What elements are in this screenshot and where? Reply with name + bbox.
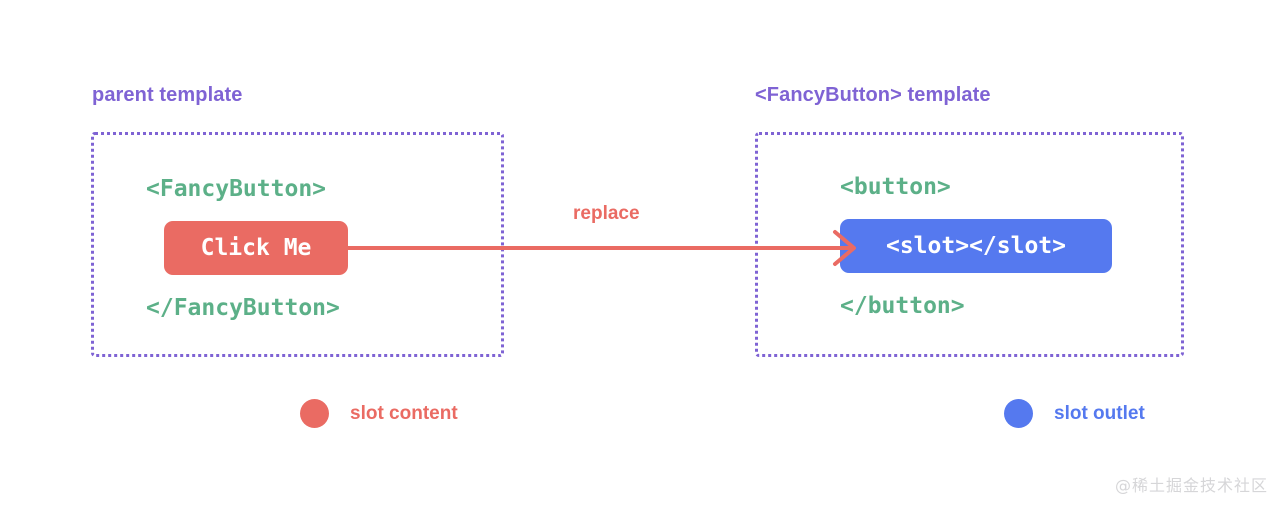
replace-label: replace — [573, 203, 640, 224]
legend-label-slot-content: slot content — [350, 402, 458, 424]
code-open-fancybutton-tag: <FancyButton> — [146, 176, 327, 202]
blue-circle-marker-icon — [1004, 399, 1033, 428]
watermark: @稀土掘金技术社区 — [1114, 476, 1268, 495]
code-close-fancybutton-tag: </FancyButton> — [146, 295, 340, 321]
replace-arrow-icon — [348, 230, 856, 266]
code-close-button-tag: </button> — [840, 293, 965, 319]
legend-label-slot-outlet: slot outlet — [1054, 402, 1145, 424]
slot-outlet-chip: <slot></slot> — [840, 219, 1112, 273]
slot-content-chip: Click Me — [164, 221, 348, 275]
parent-template-title: parent template — [92, 84, 243, 106]
red-circle-marker-icon — [300, 399, 329, 428]
legend-item-slot-outlet: slot outlet — [1004, 399, 1145, 428]
legend-item-slot-content: slot content — [300, 399, 458, 428]
code-open-button-tag: <button> — [840, 174, 951, 200]
fancybutton-template-title: <FancyButton> template — [755, 84, 991, 106]
